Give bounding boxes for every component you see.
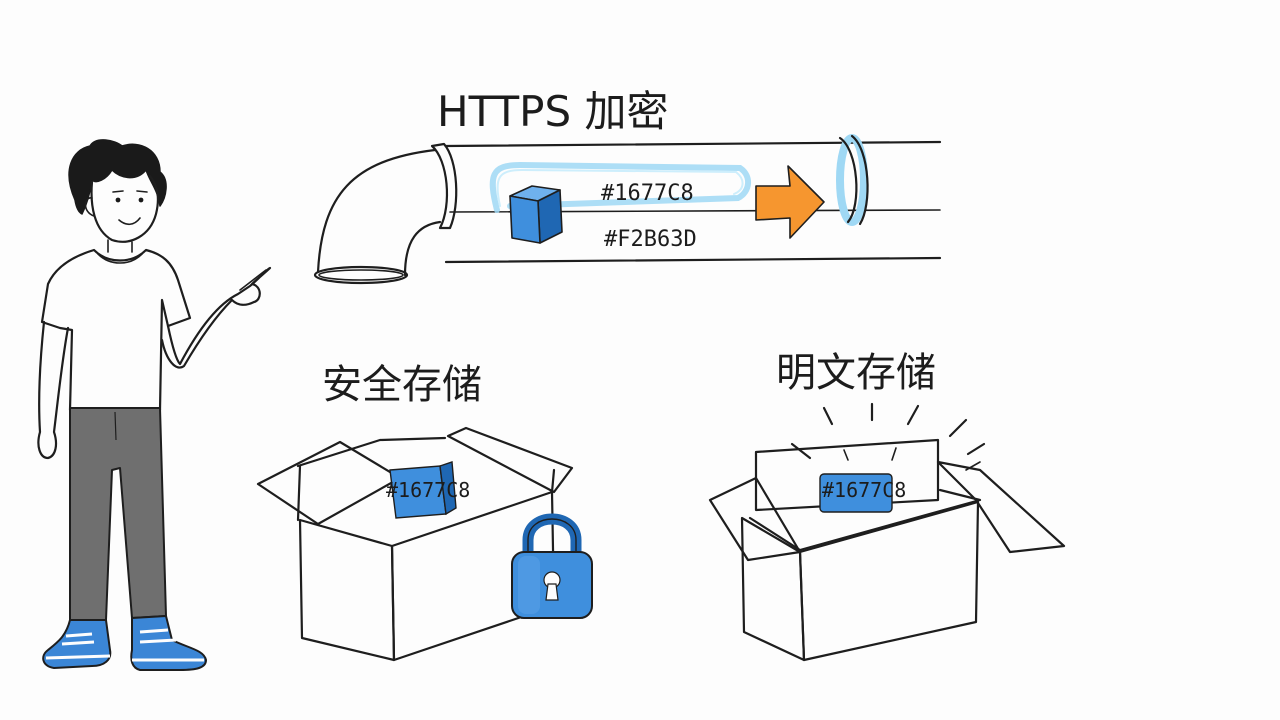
secure-box-left-flap xyxy=(256,440,402,526)
person-right-shoe xyxy=(130,615,207,671)
exposure-burst-lines xyxy=(790,402,986,471)
person-left-shoe xyxy=(42,619,112,669)
padlock-icon xyxy=(511,513,593,619)
pipe-bottom-edge xyxy=(444,256,942,264)
plain-box-front xyxy=(740,516,806,662)
pipe-top-edge xyxy=(444,140,942,148)
secure-box-right-flap xyxy=(446,426,574,494)
person-pants xyxy=(69,407,167,621)
secure-storage-label: 安全存储 xyxy=(322,362,482,408)
pipe-elbow xyxy=(316,148,437,274)
pipe-label-top: #1677C8 xyxy=(601,181,694,206)
person-figure xyxy=(37,139,272,671)
pipe-end-glow xyxy=(836,134,868,226)
person-shirt xyxy=(40,248,192,412)
person-face xyxy=(90,174,160,243)
secure-box-item-label: #1677C8 xyxy=(386,478,470,502)
person-left-arm xyxy=(37,320,70,460)
plain-box-item xyxy=(819,473,893,513)
cube-icon xyxy=(509,185,563,244)
person-pointing-arm xyxy=(160,266,272,369)
plain-storage-label: 明文存储 xyxy=(776,350,936,396)
secure-box-item xyxy=(389,461,457,519)
secure-box-front xyxy=(298,518,396,662)
secure-storage-box: #1677C8 xyxy=(256,426,593,662)
pipe-label-bottom: #F2B63D xyxy=(604,227,697,252)
arrow-right-icon xyxy=(755,165,825,239)
https-title: HTTPS 加密 xyxy=(437,87,669,136)
pipe-elbow-opening xyxy=(313,265,409,285)
pipe-collar xyxy=(430,142,458,230)
plain-box-side xyxy=(798,500,980,662)
plain-box-item-label: #1677C8 xyxy=(822,478,906,502)
data-stream-glow xyxy=(489,161,751,213)
https-pipe: #1677C8 #F2B63D xyxy=(313,134,942,285)
plain-box-right-flap xyxy=(936,460,1066,554)
pipe-elbow-inner xyxy=(403,220,442,277)
plain-storage-box: #1677C8 xyxy=(708,438,1066,662)
